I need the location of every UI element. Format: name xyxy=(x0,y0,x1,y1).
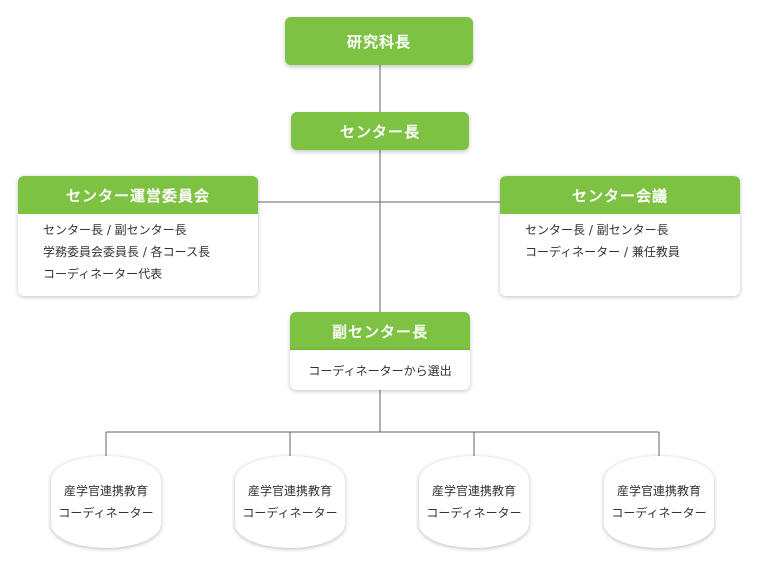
center-council-title: センター会議 xyxy=(500,176,740,214)
coordinator-line1: 産学官連携教育 xyxy=(63,484,148,498)
center-head-label: センター長 xyxy=(339,122,420,141)
vice-head-box: 副センター長 xyxy=(290,312,470,350)
coordinator-card: 産学官連携教育 コーディネーター xyxy=(604,456,714,548)
steering-committee-title: センター運営委員会 xyxy=(18,176,258,214)
vice-head-label: 副センター長 xyxy=(331,322,428,341)
vice-head-note: コーディネーターから選出 xyxy=(290,350,470,390)
coordinator-line2: コーディネーター xyxy=(58,506,154,520)
coordinator-line1: 産学官連携教育 xyxy=(247,484,332,498)
coordinator-line1: 産学官連携教育 xyxy=(431,484,516,498)
coordinator-line1: 産学官連携教育 xyxy=(616,484,701,498)
dean-box: 研究科長 xyxy=(285,17,473,65)
steering-committee-panel: センター運営委員会 センター長 / 副センター長 学務委員会委員長 / 各コース… xyxy=(18,176,258,296)
committee-member-line: コーディネーター代表 xyxy=(43,267,163,281)
coordinator-line2: コーディネーター xyxy=(426,506,522,520)
coordinator-card: 産学官連携教育 コーディネーター xyxy=(419,456,529,548)
council-member-line: センター長 / 副センター長 xyxy=(525,223,669,237)
coordinator-card: 産学官連携教育 コーディネーター xyxy=(51,456,161,548)
coordinator-card: 産学官連携教育 コーディネーター xyxy=(235,456,345,548)
council-member-line: コーディネーター / 兼任教員 xyxy=(525,245,680,259)
dean-label: 研究科長 xyxy=(346,32,411,51)
center-head-box: センター長 xyxy=(291,112,469,150)
committee-member-line: 学務委員会委員長 / 各コース長 xyxy=(43,245,211,259)
coordinator-line2: コーディネーター xyxy=(242,506,338,520)
committee-member-line: センター長 / 副センター長 xyxy=(43,223,187,237)
vice-head-note-text: コーディネーターから選出 xyxy=(308,363,452,378)
coordinator-line2: コーディネーター xyxy=(611,506,707,520)
center-council-panel: センター会議 センター長 / 副センター長 コーディネーター / 兼任教員 xyxy=(500,176,740,296)
